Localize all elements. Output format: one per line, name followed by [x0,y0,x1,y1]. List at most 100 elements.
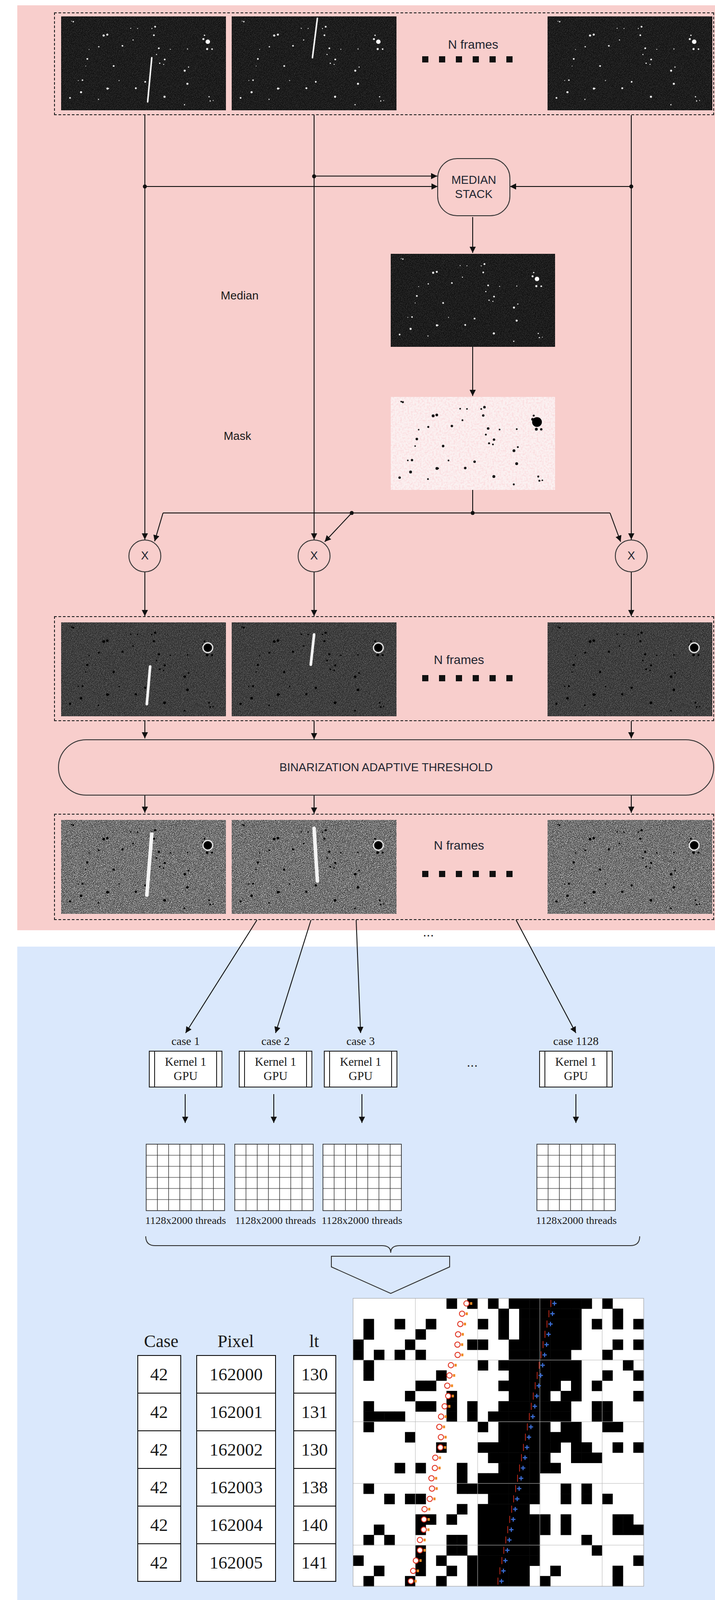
star [531,275,534,278]
edge-tick-red [519,1464,521,1472]
kernel-arrow [273,1094,275,1124]
star [378,899,381,902]
star [102,34,105,37]
black-pixel [435,1555,447,1567]
star [656,852,658,854]
star [630,686,633,689]
black-pixel [488,1452,499,1464]
multiply-circle: X [128,539,162,573]
star [205,851,209,855]
ellipsis-square [489,56,496,63]
star [555,97,558,99]
black-pixel [415,1349,427,1361]
star [187,870,190,872]
image-noise [61,819,226,914]
black-pixel [456,1503,468,1515]
black-pixel [612,1524,624,1536]
black-pixel [456,1545,468,1556]
star [639,837,642,840]
star [239,702,242,705]
edge-tick-red [513,1495,515,1503]
star [130,831,132,833]
black-pixel [602,1298,613,1310]
star [592,836,595,840]
star [252,685,255,688]
edge-marker-orange [438,1466,441,1470]
frame-image [390,396,556,490]
star [202,38,205,41]
black-pixel [363,1576,374,1587]
black-pixel [508,1462,520,1474]
edge-marker-blue [507,1538,512,1543]
black-pixel [529,1442,541,1454]
black-pixel [550,1339,561,1351]
star [692,653,696,657]
edge-marker-red [454,1341,461,1348]
black-pixel [446,1534,458,1546]
star [250,91,253,94]
star [559,20,561,23]
black-pixel [612,1576,624,1587]
star [604,883,607,885]
black-pixel [540,1442,551,1454]
star [155,54,158,56]
star [418,286,420,288]
black-pixel [550,1349,561,1361]
black-pixel [415,1329,427,1341]
black-pixel [456,1462,468,1474]
star [77,80,79,82]
star [358,66,360,68]
frame-group: N frames [54,813,715,921]
black-pixel [467,1339,478,1351]
image-noise [547,622,713,717]
star [616,633,618,635]
black-pixel [581,1452,592,1464]
flow-line [610,512,621,542]
star [486,427,490,430]
star [670,907,673,910]
image-noise [547,819,713,914]
black-pixel [540,1514,551,1526]
star [572,663,576,666]
star [283,670,286,673]
black-pixel [353,1349,364,1361]
star [159,62,161,64]
star [291,45,294,47]
edge-marker-blue [548,1321,553,1327]
star [541,336,543,338]
black-pixel [612,1339,624,1351]
star [300,831,303,833]
ellipsis-square [472,870,479,878]
star [459,265,461,267]
star [183,873,187,876]
star [303,39,305,41]
grid-line [234,1188,314,1189]
zoom-grid [602,1298,603,1587]
black-pixel [519,1462,530,1474]
black-pixel [446,1545,458,1556]
black-pixel [435,1442,447,1454]
star [210,653,214,657]
edge-marker-blue [530,1414,536,1419]
star [672,82,676,86]
flow-line [509,186,632,187]
black-pixel [560,1318,572,1330]
star [414,302,416,304]
black-pixel [488,1298,499,1310]
star [300,633,303,635]
star [450,424,453,428]
black-pixel [488,1483,499,1495]
star [69,97,71,99]
table-cell-frame [196,1506,276,1544]
star [283,65,286,67]
star [567,882,571,886]
table-cell-frame [196,1543,276,1582]
star [305,693,308,696]
ellipsis-square [506,56,513,63]
star [70,823,73,826]
black-pixel [591,1401,603,1412]
flow-line [630,721,632,739]
edge-marker-orange [448,1405,451,1408]
black-pixel [363,1534,374,1546]
star [255,869,257,871]
